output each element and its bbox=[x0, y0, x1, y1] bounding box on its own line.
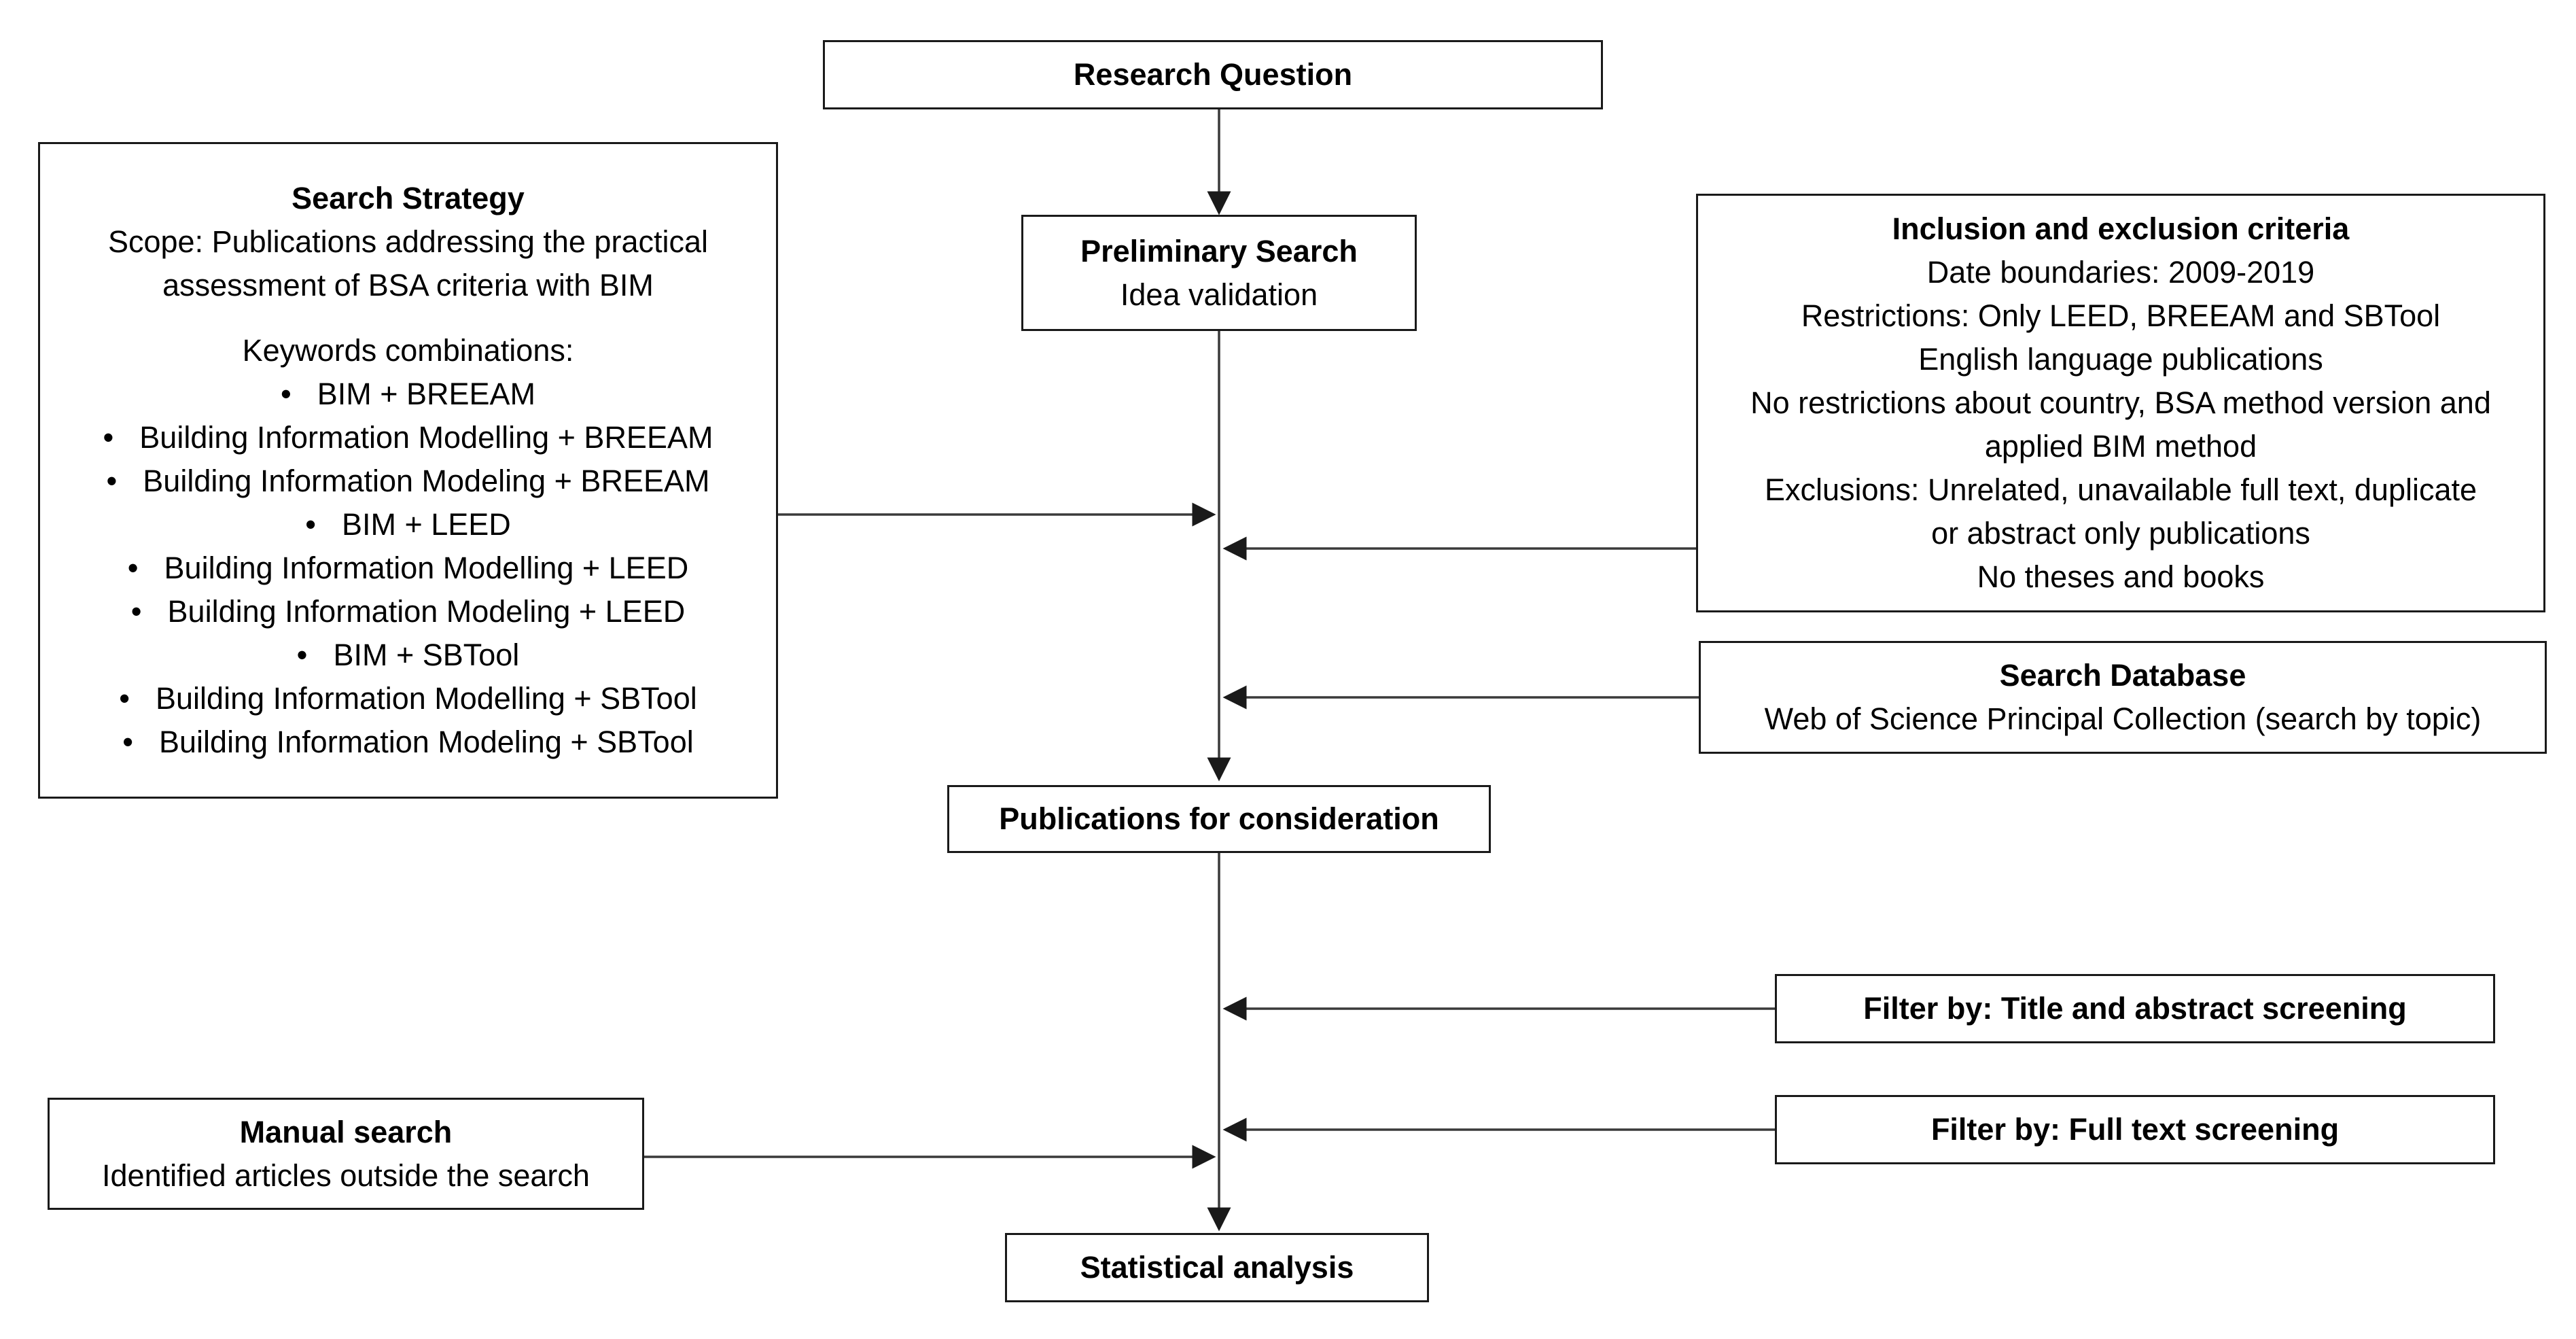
search-strategy-title: Search Strategy bbox=[292, 181, 525, 215]
manual-search-box: Manual search Identified articles outsid… bbox=[48, 1098, 644, 1210]
publications-title: Publications for consideration bbox=[999, 801, 1439, 836]
keyword-item: BIM + SBTool bbox=[103, 633, 713, 677]
filter-title-abstract-label: Filter by: Title and abstract screening bbox=[1863, 991, 2407, 1026]
search-database-title: Search Database bbox=[1999, 658, 2246, 693]
manual-search-subtitle: Identified articles outside the search bbox=[102, 1158, 590, 1193]
keywords-heading: Keywords combinations: bbox=[242, 333, 574, 368]
keyword-item: Building Information Modelling + BREEAM bbox=[103, 416, 713, 459]
statistical-analysis-box: Statistical analysis bbox=[1005, 1233, 1429, 1302]
keyword-item: Building Information Modeling + LEED bbox=[103, 590, 713, 633]
inclusion-exclusion-box: Inclusion and exclusion criteria Date bo… bbox=[1696, 194, 2545, 612]
inclusion-exclusion-title: Inclusion and exclusion criteria bbox=[1892, 211, 2350, 246]
research-question-title: Research Question bbox=[1073, 57, 1353, 92]
criteria-line: English language publications bbox=[1918, 342, 2323, 377]
keyword-item: Building Information Modeling + SBTool bbox=[103, 720, 713, 764]
criteria-line: or abstract only publications bbox=[1931, 516, 2310, 551]
criteria-line: No theses and books bbox=[1977, 559, 2265, 594]
search-strategy-scope-line: Scope: Publications addressing the pract… bbox=[107, 224, 708, 259]
preliminary-search-box: Preliminary Search Idea validation bbox=[1021, 215, 1417, 331]
search-strategy-box: Search Strategy Scope: Publications addr… bbox=[38, 142, 778, 799]
filter-full-text-box: Filter by: Full text screening bbox=[1775, 1095, 2495, 1164]
preliminary-search-subtitle: Idea validation bbox=[1120, 277, 1318, 312]
criteria-line: applied BIM method bbox=[1984, 429, 2257, 464]
criteria-line: Exclusions: Unrelated, unavailable full … bbox=[1764, 472, 2477, 507]
search-strategy-scope-line: assessment of BSA criteria with BIM bbox=[162, 268, 654, 302]
keyword-item: Building Information Modeling + BREEAM bbox=[103, 459, 713, 503]
keyword-item: Building Information Modelling + LEED bbox=[103, 546, 713, 590]
publications-box: Publications for consideration bbox=[947, 785, 1491, 853]
keyword-list: BIM + BREEAM Building Information Modell… bbox=[103, 372, 713, 764]
criteria-line: No restrictions about country, BSA metho… bbox=[1750, 385, 2491, 420]
preliminary-search-title: Preliminary Search bbox=[1080, 233, 1358, 268]
keyword-item: BIM + BREEAM bbox=[103, 372, 713, 416]
search-database-subtitle: Web of Science Principal Collection (sea… bbox=[1764, 701, 2482, 736]
filter-full-text-label: Filter by: Full text screening bbox=[1930, 1112, 2340, 1147]
criteria-line: Restrictions: Only LEED, BREEAM and SBTo… bbox=[1801, 298, 2441, 333]
statistical-analysis-title: Statistical analysis bbox=[1080, 1250, 1354, 1285]
keyword-item: Building Information Modelling + SBTool bbox=[103, 677, 713, 720]
filter-title-abstract-box: Filter by: Title and abstract screening bbox=[1775, 974, 2495, 1043]
search-database-box: Search Database Web of Science Principal… bbox=[1699, 641, 2547, 754]
keyword-item: BIM + LEED bbox=[103, 503, 713, 546]
manual-search-title: Manual search bbox=[239, 1114, 453, 1149]
criteria-line: Date boundaries: 2009-2019 bbox=[1926, 255, 2315, 290]
research-question-box: Research Question bbox=[823, 40, 1603, 109]
